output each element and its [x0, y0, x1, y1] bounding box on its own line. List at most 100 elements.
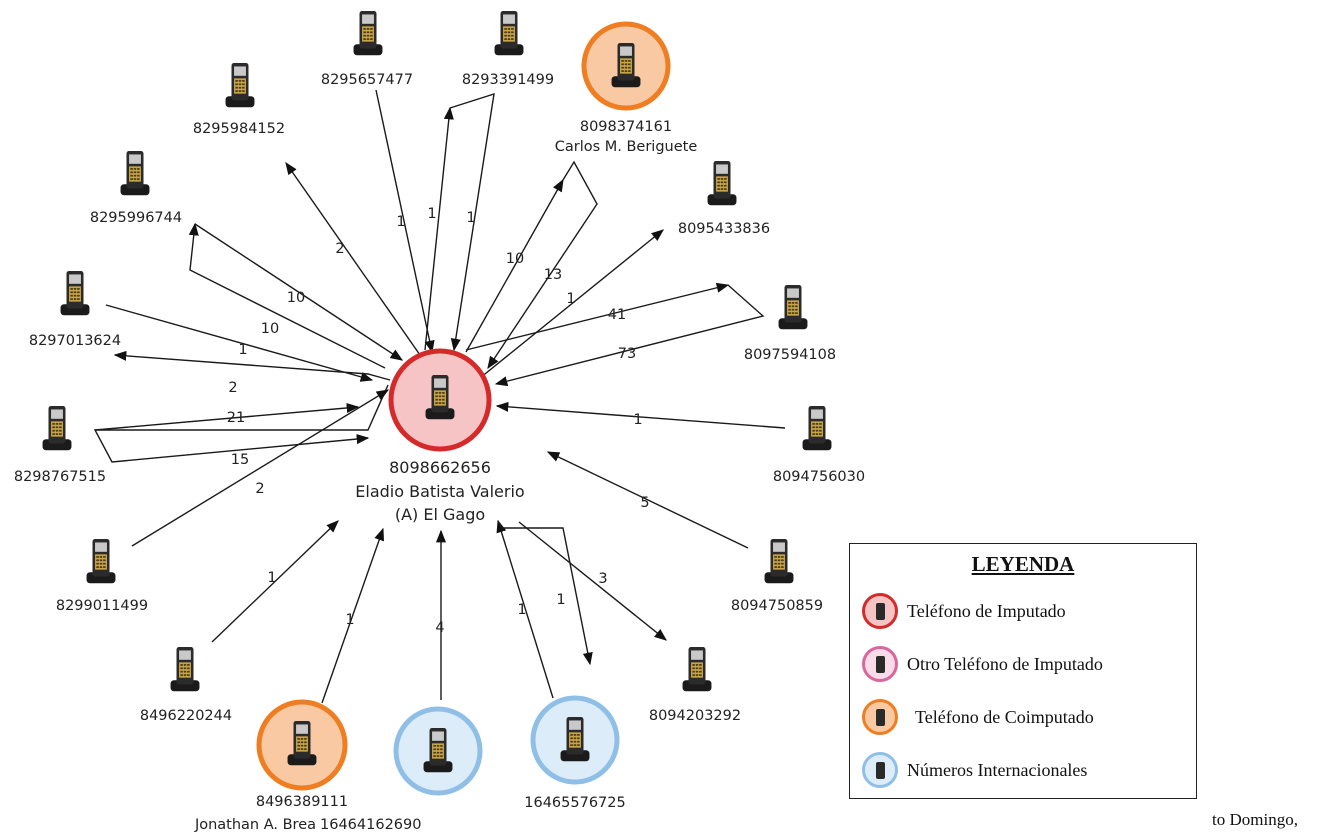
legend-circle-coimputado-icon	[862, 699, 898, 735]
legend-circle-otro-imputado-icon	[862, 646, 898, 682]
edge-count: 4	[435, 620, 444, 636]
node-8295984152[interactable]: 8295984152	[193, 63, 285, 137]
edge-8297013624-in	[105, 304, 374, 382]
edge-count: 1	[238, 342, 247, 358]
edge-8095433836	[479, 229, 664, 379]
legend-item-otro-imputado: Otro Teléfono de Imputado	[862, 644, 1103, 684]
phone-icon	[120, 151, 150, 196]
node-number: 8299011499	[56, 598, 148, 614]
edge-8299011499	[131, 389, 390, 547]
phone-icon	[764, 539, 794, 584]
node-number: 16465576725	[524, 795, 625, 811]
node-8097594108[interactable]: 8097594108	[744, 285, 836, 363]
edge-count: 10	[287, 290, 305, 306]
node-number: 8094203292	[649, 708, 741, 724]
edge-16465576725-out	[497, 520, 593, 666]
edges: 1 1 1 10 13 2 10 10 1 41 73 1 2	[93, 89, 786, 704]
edge-8496389111	[321, 527, 385, 704]
phone-icon	[42, 406, 72, 451]
legend-item-coimputado: Teléfono de Coimputado	[862, 697, 1094, 737]
edge-count: 41	[608, 307, 626, 323]
edge-count: 3	[598, 571, 607, 587]
node-8295657477[interactable]: 8295657477	[321, 11, 413, 88]
node-name: Jonathan A. Brea	[194, 817, 316, 833]
edge-count: 1	[466, 210, 475, 226]
node-center[interactable]: 8098662656 Eladio Batista Valerio (A) El…	[355, 348, 525, 524]
node-number: 8297013624	[29, 333, 121, 349]
edge-8094750859	[546, 451, 749, 549]
edge-8298767515-in	[94, 402, 360, 431]
node-number: 8295996744	[90, 210, 182, 226]
node-number: 8094750859	[731, 598, 823, 614]
node-number: 8496389111	[256, 794, 348, 810]
edge-count: 15	[231, 452, 249, 468]
edge-8094203292	[518, 521, 667, 641]
edge-count: 5	[640, 495, 649, 511]
edge-count: 1	[267, 570, 276, 586]
legend-circle-imputado-icon	[862, 593, 898, 629]
node-8095433836[interactable]: 8095433836	[678, 161, 770, 237]
node-8298767515[interactable]: 8298767515	[14, 406, 106, 485]
node-8293391499[interactable]: 8293391499	[462, 11, 554, 88]
edge-8097594108-in	[494, 284, 765, 387]
node-8299011499[interactable]: 8299011499	[56, 539, 148, 614]
phone-icon	[875, 655, 885, 673]
edge-8298767515-out	[93, 384, 389, 463]
edge-count: 1	[345, 612, 354, 628]
edge-count: 2	[335, 241, 344, 257]
node-8094750859[interactable]: 8094750859	[731, 539, 823, 614]
legend-label: Números Internacionales	[907, 759, 1088, 780]
node-number: 8295657477	[321, 72, 413, 88]
edge-16465576725-in	[496, 519, 554, 699]
node-8094756030[interactable]: 8094756030	[773, 406, 865, 485]
edge-8295657477	[375, 89, 435, 354]
node-number: 8098374161	[580, 119, 672, 135]
edge-8295996744-out	[194, 223, 404, 361]
edge-8098374161-out	[465, 178, 564, 353]
legend-label: Otro Teléfono de Imputado	[907, 653, 1103, 674]
node-8297013624[interactable]: 8297013624	[29, 271, 121, 349]
edge-count: 1	[427, 206, 436, 222]
edge-8496220244	[211, 520, 339, 643]
node-number: 8496220244	[140, 708, 232, 724]
edge-8293391499-in	[449, 92, 495, 352]
phone-icon	[875, 761, 885, 779]
node-number: 8095433836	[678, 221, 770, 237]
edge-8097594108-out	[465, 282, 730, 351]
nodes: 8098662656 Eladio Batista Valerio (A) El…	[14, 11, 865, 833]
node-16464162690[interactable]: 16464162690	[320, 706, 483, 833]
node-8295996744[interactable]: 8295996744	[90, 151, 182, 226]
node-8496220244[interactable]: 8496220244	[140, 647, 232, 724]
node-8094203292[interactable]: 8094203292	[649, 647, 741, 724]
edge-count: 10	[261, 321, 279, 337]
node-number: 16464162690	[320, 817, 421, 833]
node-number: 8298767515	[14, 469, 106, 485]
phone-icon	[682, 647, 712, 692]
edge-count: 1	[556, 592, 565, 608]
phone-icon	[494, 11, 524, 56]
legend-item-imputado: Teléfono de Imputado	[862, 591, 1066, 631]
node-alias: (A) El Gago	[395, 505, 485, 524]
node-name: Eladio Batista Valerio	[355, 482, 524, 501]
node-16465576725[interactable]: 16465576725	[524, 695, 626, 811]
node-number: 8293391499	[462, 72, 554, 88]
edge-8295996744-in	[188, 222, 386, 369]
node-name: Carlos M. Beriguete	[555, 139, 698, 155]
edge-count: 1	[566, 291, 575, 307]
phone-icon	[225, 63, 255, 108]
edge-count: 10	[506, 251, 524, 267]
phone-icon	[707, 161, 737, 206]
edge-count: 2	[228, 380, 237, 396]
edge-8295984152	[285, 161, 421, 356]
node-8496389111[interactable]: 8496389111 Jonathan A. Brea	[194, 699, 348, 833]
edge-8293391499-out	[424, 106, 454, 351]
phone-icon	[875, 708, 885, 726]
node-8098374161[interactable]: 8098374161 Carlos M. Beriguete	[555, 21, 698, 155]
edge-count: 1	[633, 412, 642, 428]
node-number: 8097594108	[744, 347, 836, 363]
node-number: 8098662656	[389, 458, 491, 477]
edge-count: 21	[227, 410, 245, 426]
phone-icon	[86, 539, 116, 584]
phone-icon	[778, 285, 808, 330]
